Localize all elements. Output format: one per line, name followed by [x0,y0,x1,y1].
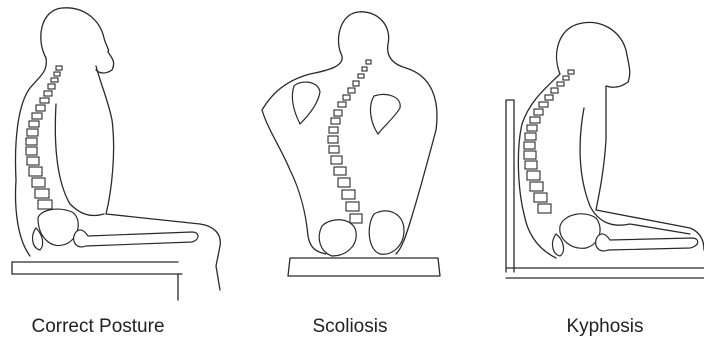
body-outline [518,22,704,258]
scapula-left [292,82,320,124]
pelvis-left [319,220,356,256]
pelvis [560,214,600,248]
femur [596,234,698,251]
chair-back [506,100,514,272]
label-correct-posture: Correct Posture [18,316,178,338]
spine [26,66,62,209]
label-scoliosis: Scoliosis [290,316,410,338]
spine [328,60,371,223]
label-kyphosis: Kyphosis [540,316,670,338]
femur [74,230,198,247]
body-outline [16,8,221,290]
chair-seat [12,262,182,274]
chair-seat [506,268,704,278]
spine [524,70,574,213]
arm [580,108,690,234]
figure-correct-posture [12,8,220,300]
figure-kyphosis [506,22,704,278]
seat-base [288,258,440,276]
scapula-right [371,95,401,135]
arm [55,104,104,216]
pelvis [38,209,78,245]
pelvis-right [369,211,404,254]
figure-scoliosis [262,12,440,276]
